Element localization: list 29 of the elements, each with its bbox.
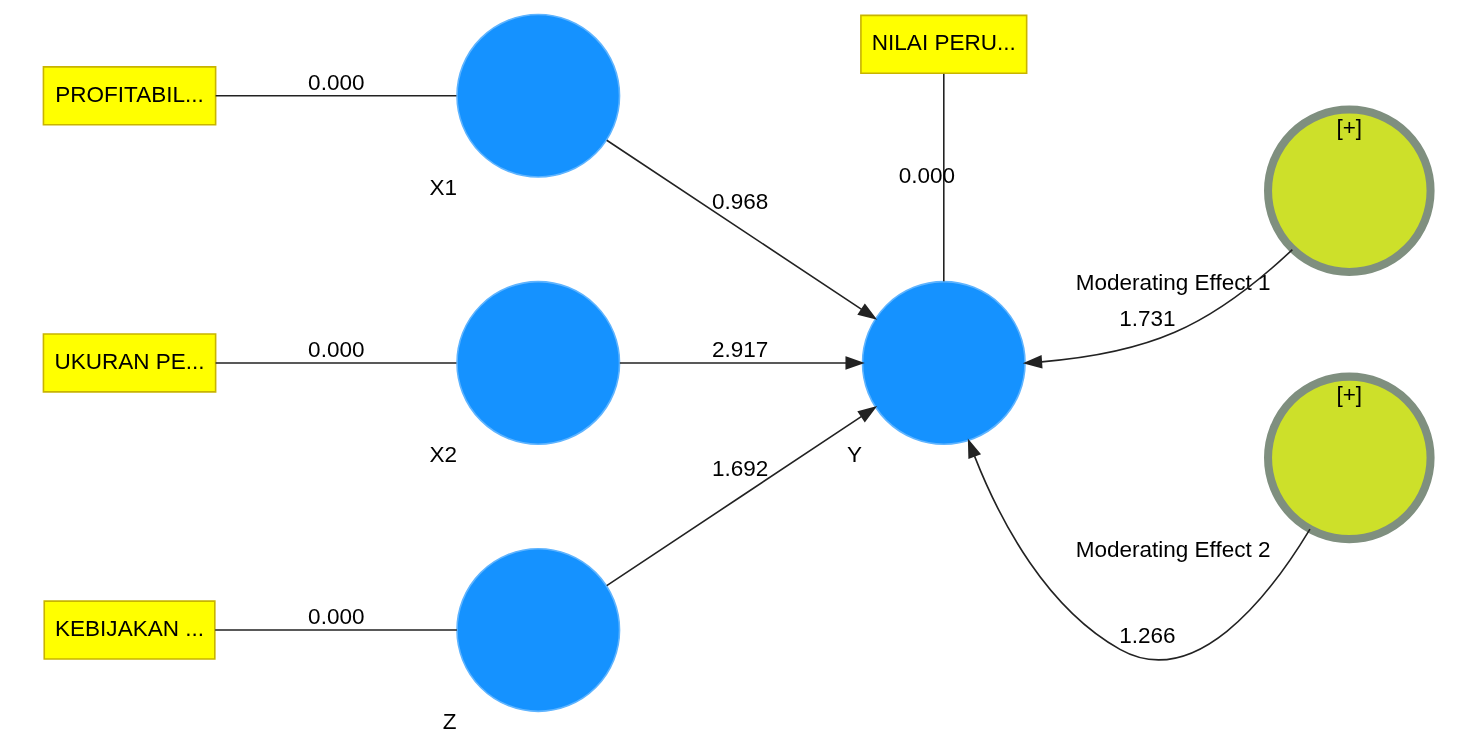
node-circle <box>455 13 620 178</box>
arrow <box>967 438 1311 661</box>
connector <box>942 73 945 283</box>
edge-label: 0.000 <box>307 69 364 95</box>
edge-label: 0.000 <box>307 336 364 362</box>
edge-label: 2.917 <box>711 336 768 362</box>
node-circle <box>455 548 620 713</box>
connector <box>214 95 457 97</box>
edge-label: 0.000 <box>307 603 364 629</box>
connector <box>213 629 458 631</box>
node-box: NILAI PERU... <box>859 14 1027 75</box>
node-label: X2 <box>429 442 457 468</box>
arrow <box>605 139 877 320</box>
node-circle <box>861 280 1026 445</box>
arrow <box>605 406 877 587</box>
node-box: PROFITABIL... <box>42 66 216 126</box>
node-circle <box>455 280 620 445</box>
edge-label: 1.731 <box>1118 306 1176 332</box>
connector <box>214 362 457 364</box>
arrow <box>1022 248 1293 369</box>
arrow <box>618 356 865 370</box>
node-label: X1 <box>429 175 457 201</box>
node-label: Y <box>846 442 862 468</box>
edge-label: 1.692 <box>711 455 768 481</box>
node-box: UKURAN PE... <box>42 333 216 393</box>
edge-label: 1.266 <box>1118 623 1176 649</box>
edge-label: 0.968 <box>711 188 768 214</box>
node-box: KEBIJAKAN ... <box>42 600 216 660</box>
node-label: Z <box>442 709 457 735</box>
